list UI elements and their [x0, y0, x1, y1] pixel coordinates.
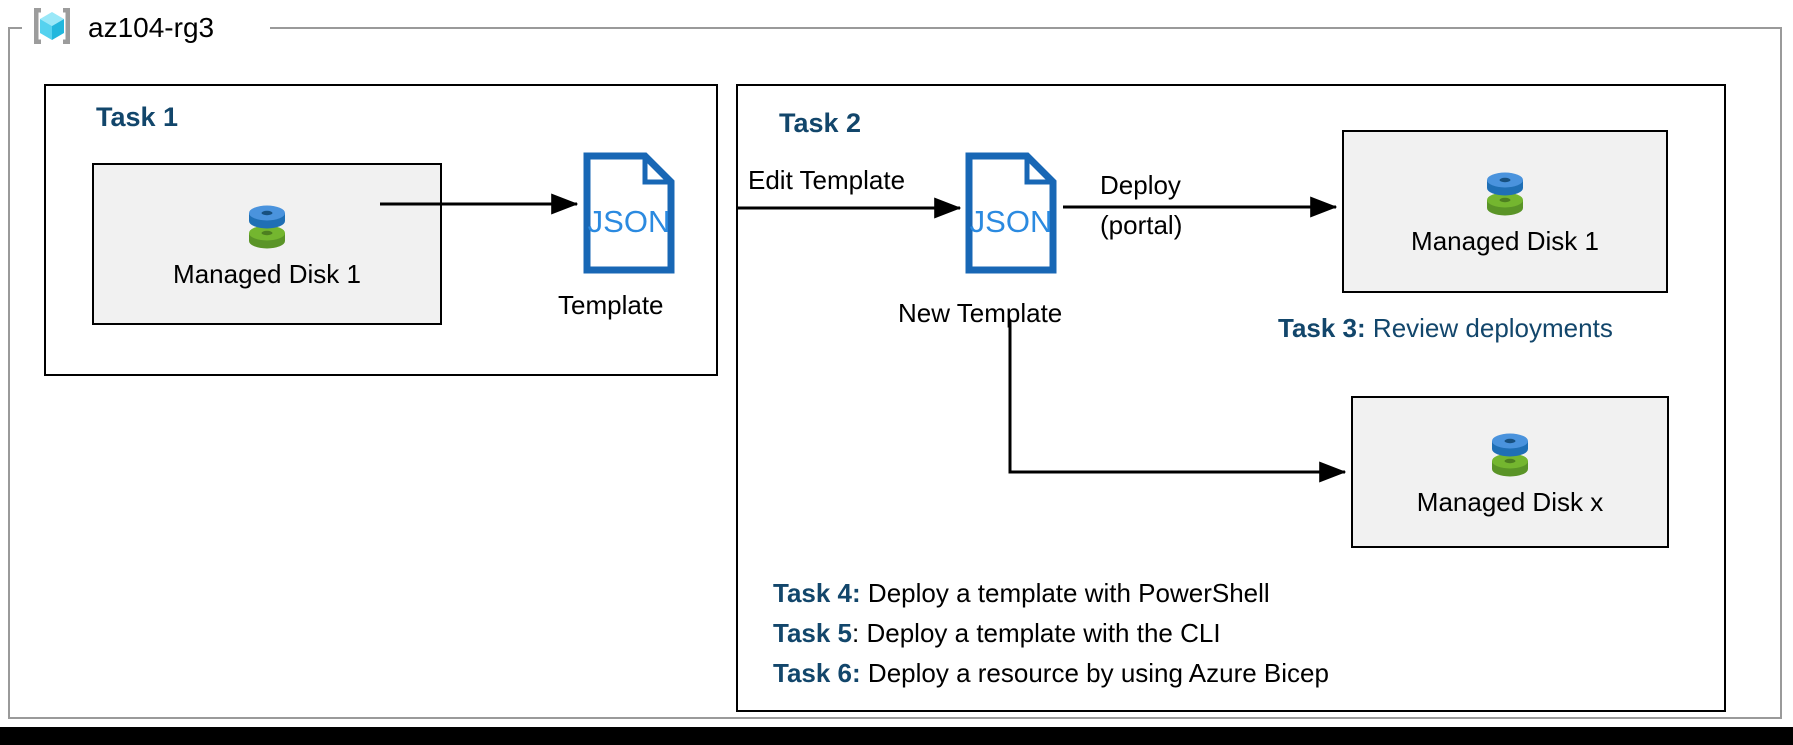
svg-text:JSON: JSON [588, 204, 671, 239]
managed-disk-icon [240, 199, 294, 255]
azure-resource-group-icon [30, 4, 74, 53]
edge-label-deploy: Deploy [1100, 170, 1181, 200]
svg-text:JSON: JSON [970, 204, 1053, 239]
managed-disk-1-target-node: Managed Disk 1 [1342, 130, 1668, 293]
resource-group-frame [8, 27, 1782, 719]
task-1-heading: Task 1 [96, 102, 179, 132]
managed-disk-x-label: Managed Disk x [1416, 486, 1604, 517]
template-json-node: JSON [583, 152, 675, 279]
new-template-caption: New Template [898, 298, 1063, 328]
managed-disk-1-target-label: Managed Disk 1 [1411, 226, 1599, 256]
managed-disk-1-source-node: Managed Disk 1 [92, 163, 442, 325]
task-6-note: Task 6: Deploy a resource by using Azure… [773, 658, 1329, 689]
new-template-json-node: JSON [965, 152, 1057, 279]
task-4-key: Task 4: [773, 578, 861, 608]
resource-group-name: az104-rg3 [88, 12, 215, 43]
task-3-note: Task 3: Review deployments [1278, 313, 1613, 344]
task-6-key: Task 6: [773, 658, 861, 688]
json-file-icon: JSON [583, 152, 675, 274]
managed-disk-x-node: Managed Disk x [1351, 396, 1669, 548]
managed-disk-1-source-label: Managed Disk 1 [173, 258, 361, 289]
task-4-text: Deploy a template with PowerShell [867, 578, 1270, 608]
bottom-bar [0, 727, 1793, 745]
task-1-container [44, 84, 718, 376]
managed-disk-icon [1483, 427, 1537, 483]
edge-label-edit-template: Edit Template [748, 165, 906, 195]
managed-disk-icon [1478, 166, 1532, 222]
template-caption: Template [558, 290, 664, 320]
task-4-note: Task 4: Deploy a template with PowerShel… [773, 578, 1270, 609]
task-6-text: Deploy a resource by using Azure Bicep [867, 658, 1329, 688]
resource-group-title: az104-rg3 [30, 4, 214, 52]
task-3-key: Task 3: [1278, 313, 1366, 343]
task-2-heading: Task 2 [779, 108, 862, 138]
edge-label-deploy-portal: (portal) [1100, 210, 1183, 240]
task-5-note: Task 5: Deploy a template with the CLI [773, 618, 1221, 649]
task-2-container [736, 84, 1726, 712]
task-5-text: Deploy a template with the CLI [866, 618, 1221, 648]
task-3-text: Review deployments [1372, 313, 1613, 343]
task-5-key: Task 5 [773, 618, 853, 648]
json-file-icon: JSON [965, 152, 1057, 274]
task-5-separator: : [852, 618, 860, 648]
